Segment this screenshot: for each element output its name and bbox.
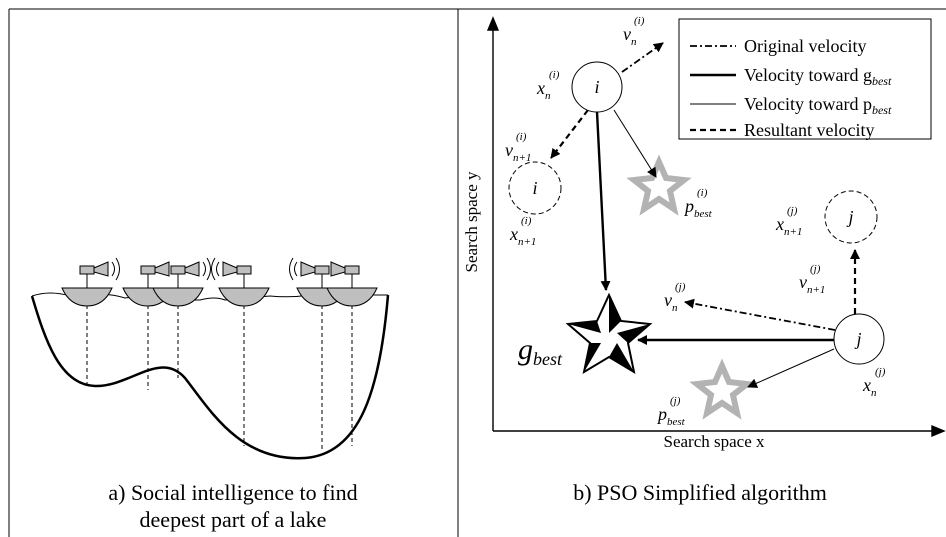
depth-lines xyxy=(86,305,353,452)
legend-label-resultant: Resultant velocity xyxy=(744,120,874,140)
label-v-n-i-sup: (i) xyxy=(634,15,645,27)
math-labels: xn (i) vn (i) vn+1 (i) xn+1 (i) pbest (i… xyxy=(505,15,886,428)
arrow-i-to-gbest xyxy=(595,111,611,291)
pbest-j-star-icon xyxy=(689,358,755,420)
arrow-j-to-pbest xyxy=(747,348,835,388)
label-g-best: gbest xyxy=(518,333,563,369)
legend-label-gbest: Velocity toward gbest xyxy=(744,65,892,88)
label-x-n1-i-sup: (i) xyxy=(521,215,532,227)
legend-label-original: Original velocity xyxy=(744,36,866,56)
label-x-n-i-sup: (i) xyxy=(549,69,560,81)
label-v-n1-i: vn+1 xyxy=(505,140,531,164)
particle-j-label: j xyxy=(854,329,861,349)
particle-j: j xyxy=(833,313,885,365)
arrow-i-to-pbest xyxy=(613,109,657,178)
caption-a-line1: a) Social intelligence to find xyxy=(108,480,357,505)
panel-a-lake xyxy=(30,257,390,460)
label-v-n1-j: vn+1 xyxy=(799,272,825,296)
velocity-arrows xyxy=(550,42,860,388)
arrow-v-i-original xyxy=(621,42,664,73)
pbest-i-star-icon xyxy=(626,154,692,216)
label-x-n-j-sup: (j) xyxy=(875,366,886,378)
particle-i-label: i xyxy=(594,77,599,97)
sound-wave-icons xyxy=(111,257,298,281)
gbest-star-icon xyxy=(565,292,653,375)
label-x-n1-i: xn+1 xyxy=(509,224,536,248)
particle-i: i xyxy=(571,61,623,113)
boats xyxy=(61,261,378,307)
arrow-v-j-original xyxy=(684,298,836,331)
label-p-best-j-sup: (j) xyxy=(670,395,681,407)
label-x-n-i: xn xyxy=(536,78,551,102)
particle-j-next: j xyxy=(824,190,878,244)
legend-box xyxy=(678,18,932,140)
particle-i-next: i xyxy=(508,161,562,215)
particle-j-next-label: j xyxy=(846,207,853,227)
legend-label-pbest: Velocity toward pbest xyxy=(744,94,892,117)
boat-3-icon xyxy=(152,261,204,307)
label-v-n1-i-sup: (i) xyxy=(516,131,527,143)
label-p-best-i: pbest xyxy=(683,196,713,220)
x-axis-label: Search space x xyxy=(663,432,765,451)
label-v-n1-j-sup: (j) xyxy=(810,263,821,275)
y-axis-label: Search space y xyxy=(462,171,481,273)
boat-6-icon xyxy=(326,261,378,307)
axes xyxy=(486,16,946,438)
label-v-n-j: vn xyxy=(664,290,678,314)
boat-1-icon xyxy=(61,261,113,307)
legend: Original velocity Velocity toward gbest … xyxy=(678,18,932,140)
label-v-n-j-sup: (j) xyxy=(675,281,686,293)
label-x-n1-j-sup: (j) xyxy=(787,205,798,217)
lake-basin xyxy=(30,294,390,460)
label-x-n-j: xn xyxy=(862,375,877,399)
label-v-n-i: vn xyxy=(623,24,637,48)
caption-a-line2: deepest part of a lake xyxy=(140,507,327,532)
label-x-n1-j: xn+1 xyxy=(775,214,802,238)
label-p-best-j: pbest xyxy=(656,404,686,428)
figure-frame xyxy=(8,8,946,537)
caption-b: b) PSO Simplified algorithm xyxy=(573,480,827,505)
boat-4-icon xyxy=(218,261,270,307)
particle-i-next-label: i xyxy=(532,178,537,198)
arrow-v-i-resultant xyxy=(550,109,589,159)
label-p-best-i-sup: (i) xyxy=(697,187,708,199)
